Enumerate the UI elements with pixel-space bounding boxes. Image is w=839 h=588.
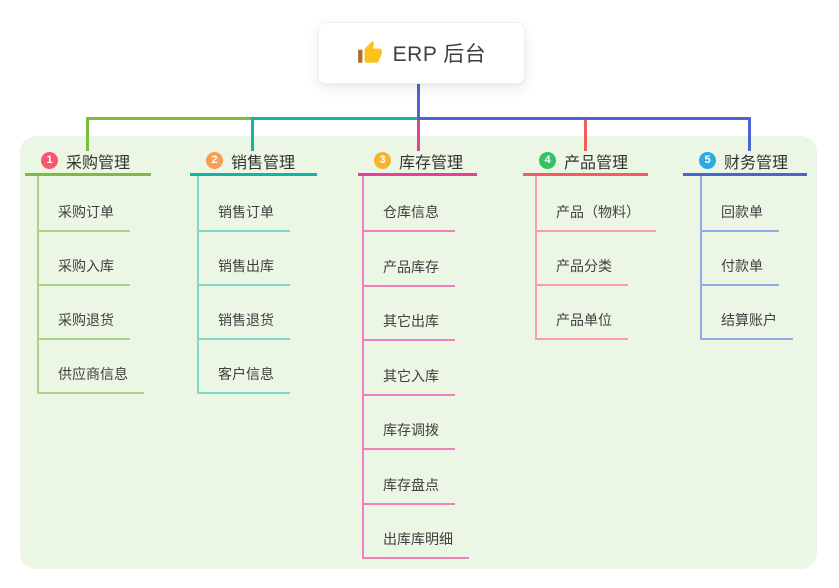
child-node[interactable]: 销售出库: [197, 256, 290, 286]
child-node[interactable]: 库存调拨: [362, 420, 455, 450]
child-node[interactable]: 客户信息: [197, 364, 290, 394]
child-node[interactable]: 采购退货: [37, 310, 130, 340]
branch-header-3[interactable]: 3 库存管理: [358, 148, 477, 176]
branch-header-2[interactable]: 2 销售管理: [190, 148, 317, 176]
branch-label-2: 销售管理: [231, 154, 296, 172]
connector-branch-1: [86, 117, 253, 120]
child-node[interactable]: 回款单: [700, 202, 779, 232]
branch-header-1[interactable]: 1 采购管理: [25, 148, 151, 176]
branch-label-5: 财务管理: [724, 154, 789, 172]
child-node[interactable]: 销售订单: [197, 202, 290, 232]
stub-branch-3: [417, 120, 420, 151]
children-line-3: [362, 176, 364, 559]
child-node[interactable]: 产品（物料）: [535, 202, 656, 232]
root-title: ERP 后台: [392, 43, 487, 66]
child-node[interactable]: 其它出库: [362, 311, 455, 341]
child-node[interactable]: 付款单: [700, 256, 779, 286]
child-node[interactable]: 仓库信息: [362, 202, 455, 232]
stub-branch-4: [584, 120, 587, 151]
badge-3: 3: [374, 152, 391, 169]
stub-branch-5: [748, 117, 751, 151]
connector-branch-5: [417, 117, 751, 120]
branch-label-1: 采购管理: [66, 154, 131, 172]
child-node[interactable]: 产品库存: [362, 257, 455, 287]
root-connector: [417, 82, 420, 119]
root-node[interactable]: ERP 后台: [318, 22, 525, 84]
child-node[interactable]: 采购订单: [37, 202, 130, 232]
stub-branch-2: [251, 117, 254, 151]
stub-branch-1: [86, 117, 89, 151]
child-node[interactable]: 结算账户: [700, 310, 793, 340]
branch-header-4[interactable]: 4 产品管理: [523, 148, 648, 176]
thumbs-up-icon: [357, 40, 383, 66]
badge-1: 1: [41, 152, 58, 169]
child-node[interactable]: 销售退货: [197, 310, 290, 340]
child-node[interactable]: 产品单位: [535, 310, 628, 340]
badge-5: 5: [699, 152, 716, 169]
branch-label-3: 库存管理: [399, 154, 464, 172]
child-node[interactable]: 其它入库: [362, 366, 455, 396]
branches-panel: [20, 136, 817, 569]
children-line-4: [535, 176, 537, 340]
branch-label-4: 产品管理: [564, 154, 629, 172]
children-line-5: [700, 176, 702, 340]
badge-4: 4: [539, 152, 556, 169]
badge-2: 2: [206, 152, 223, 169]
child-node[interactable]: 产品分类: [535, 256, 628, 286]
connector-branch-2: [251, 117, 419, 120]
child-node[interactable]: 库存盘点: [362, 475, 455, 505]
child-node[interactable]: 供应商信息: [37, 364, 144, 394]
branch-header-5[interactable]: 5 财务管理: [683, 148, 807, 176]
child-node[interactable]: 采购入库: [37, 256, 130, 286]
child-node[interactable]: 出库库明细: [362, 529, 469, 559]
